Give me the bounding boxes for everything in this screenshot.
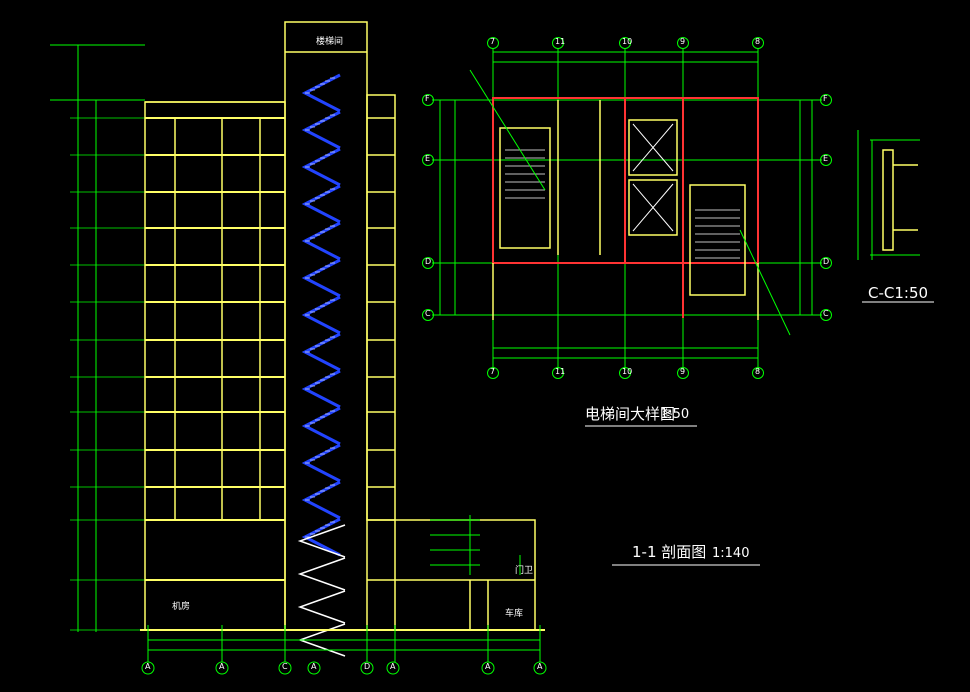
elevator-plan-title: 电梯间大样图 bbox=[585, 405, 676, 423]
elevator-plan-drawing bbox=[422, 37, 832, 379]
axis-label-right: C bbox=[823, 309, 829, 318]
axis-bubble bbox=[552, 37, 564, 49]
detail-cc-title: C-C1:50 bbox=[868, 284, 929, 302]
axis-label-top: 9 bbox=[680, 37, 686, 46]
axis-bubble bbox=[552, 367, 564, 379]
axis-bubble bbox=[487, 367, 499, 379]
axis-bubble bbox=[422, 257, 434, 269]
plan-leader-lines bbox=[469, 69, 791, 336]
axis-label-left: D bbox=[425, 257, 432, 266]
axis-bubble bbox=[820, 257, 832, 269]
axis-label-left: E bbox=[425, 154, 431, 163]
room-label-garage: 车库 bbox=[505, 609, 524, 619]
room-label-guard: 门卫 bbox=[515, 566, 534, 576]
axis-label-bottom: 11 bbox=[555, 367, 566, 376]
plan-inner-walls bbox=[492, 100, 759, 320]
elevator-cars bbox=[632, 123, 674, 232]
axis-label-top: 7 bbox=[490, 37, 496, 46]
axis-bubble bbox=[752, 367, 764, 379]
axis-bubble bbox=[619, 367, 631, 379]
axis-bubble bbox=[619, 37, 631, 49]
axis-bubble bbox=[820, 94, 832, 106]
plan-walls bbox=[492, 97, 759, 318]
room-label-stair: 楼梯间 bbox=[316, 37, 344, 47]
bottom-axis-bubbles bbox=[141, 661, 547, 675]
podium-dimension-chain bbox=[430, 515, 521, 575]
axis-label-section: D bbox=[364, 662, 371, 671]
axis-label-top: 10 bbox=[622, 37, 633, 46]
axis-bubble bbox=[422, 94, 434, 106]
axis-label-right: E bbox=[823, 154, 829, 163]
stair-flight-lower bbox=[297, 557, 346, 591]
axis-bubble bbox=[422, 309, 434, 321]
axis-bubble bbox=[820, 309, 832, 321]
axis-label-top: 11 bbox=[555, 37, 566, 46]
axis-label-section: A bbox=[145, 662, 151, 671]
section-drawing bbox=[50, 21, 547, 675]
axis-label-section: A bbox=[311, 662, 317, 671]
axis-label-bottom: 8 bbox=[755, 367, 761, 376]
stair-flights bbox=[297, 73, 346, 657]
axis-label-right: D bbox=[823, 257, 830, 266]
axis-label-section: C bbox=[282, 662, 288, 671]
axis-bubble bbox=[487, 37, 499, 49]
section-title: 1-1 剖面图 bbox=[632, 543, 707, 561]
stair-flight-lower bbox=[297, 524, 346, 558]
axis-bubble bbox=[677, 367, 689, 379]
elevator-plan-scale: 1:50 bbox=[660, 407, 690, 422]
axis-bubble bbox=[820, 154, 832, 166]
plan-stair-treads bbox=[505, 149, 740, 259]
axis-label-section: A bbox=[219, 662, 225, 671]
section-scale: 1:140 bbox=[712, 546, 750, 561]
axis-bubble bbox=[422, 154, 434, 166]
axis-bubble bbox=[677, 37, 689, 49]
axis-label-section: A bbox=[390, 662, 396, 671]
detail-cc-drawing bbox=[857, 130, 934, 303]
axis-label-bottom: 9 bbox=[680, 367, 686, 376]
plan-axis-bubbles bbox=[422, 37, 832, 379]
axis-label-section: A bbox=[537, 662, 543, 671]
bottom-dimensions bbox=[140, 625, 545, 662]
floor-slabs bbox=[145, 117, 395, 581]
axis-label-top: 8 bbox=[755, 37, 761, 46]
axis-label-bottom: 10 bbox=[622, 367, 633, 376]
axis-bubble bbox=[752, 37, 764, 49]
stair-flight-lower bbox=[297, 590, 346, 624]
room-label-machine: 机房 bbox=[172, 602, 191, 612]
axis-label-section: A bbox=[485, 662, 491, 671]
axis-label-left: C bbox=[425, 309, 431, 318]
axis-label-right: F bbox=[823, 94, 828, 103]
axis-label-left: F bbox=[425, 94, 430, 103]
axis-label-bottom: 7 bbox=[490, 367, 496, 376]
level-ticks bbox=[70, 44, 145, 631]
